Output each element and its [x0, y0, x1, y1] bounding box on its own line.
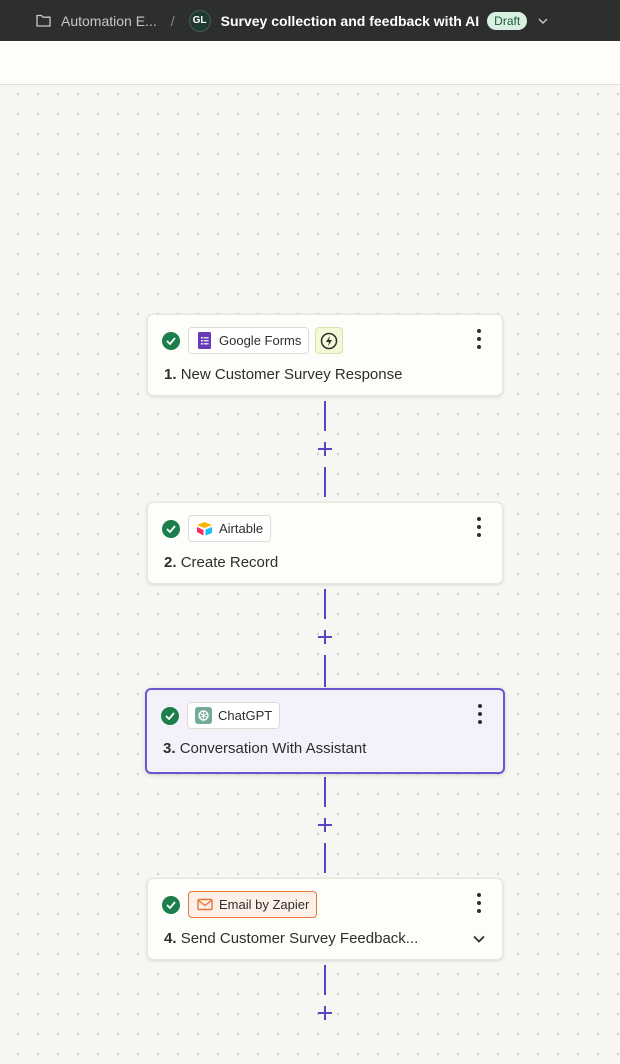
app-chip[interactable]: Google Forms	[188, 327, 310, 354]
avatar[interactable]: GL	[188, 9, 211, 32]
more-options-icon[interactable]	[475, 704, 485, 724]
connector-line	[324, 965, 326, 995]
connector-line	[324, 843, 326, 873]
breadcrumb-separator: /	[170, 12, 175, 29]
app-name: Email by Zapier	[219, 897, 310, 912]
more-options-icon[interactable]	[474, 517, 484, 537]
app-chip[interactable]: ChatGPT	[187, 702, 281, 729]
connector-line	[324, 589, 326, 619]
connector-line	[324, 467, 326, 497]
step-title: 1. New Customer Survey Response	[164, 366, 403, 383]
top-bar: Automation E... / GL Survey collection a…	[0, 0, 620, 41]
chatgpt-icon	[195, 707, 212, 724]
google-forms-icon	[196, 332, 213, 349]
zap-title[interactable]: Survey collection and feedback with AI	[220, 12, 480, 29]
add-step-button[interactable]	[315, 439, 335, 459]
airtable-icon	[196, 520, 213, 537]
step-card-2[interactable]: Airtable 2. Create Record	[147, 502, 503, 584]
step-title: 3. Conversation With Assistant	[163, 740, 367, 757]
instant-trigger-icon	[315, 327, 344, 354]
add-step-button[interactable]	[315, 627, 335, 647]
app-chip[interactable]: Email by Zapier	[188, 891, 318, 918]
step-title: 2. Create Record	[164, 554, 279, 571]
app-name: Google Forms	[219, 333, 302, 348]
step-card-1[interactable]: Google Forms 1. New Customer Survey Resp…	[147, 314, 503, 396]
check-icon	[162, 895, 180, 914]
chevron-down-icon[interactable]	[537, 17, 549, 25]
step-card-3[interactable]: ChatGPT 3. Conversation With Assistant	[145, 688, 505, 774]
add-step-button[interactable]	[315, 815, 335, 835]
app-chip[interactable]: Airtable	[188, 515, 272, 542]
check-icon	[162, 519, 180, 538]
app-name: ChatGPT	[218, 708, 273, 723]
editor-toolbar	[0, 41, 620, 85]
status-badge: Draft	[487, 11, 528, 30]
folder-icon	[36, 13, 52, 29]
connector-line	[324, 401, 326, 431]
more-options-icon[interactable]	[474, 329, 484, 349]
chevron-down-icon[interactable]	[472, 931, 486, 949]
email-icon	[196, 896, 213, 913]
app-name: Airtable	[219, 521, 264, 536]
breadcrumb-folder[interactable]: Automation E...	[61, 12, 157, 29]
check-icon	[162, 331, 180, 350]
add-step-button[interactable]	[315, 1003, 335, 1023]
step-card-4[interactable]: Email by Zapier 4. Send Customer Survey …	[147, 878, 503, 960]
step-title: 4. Send Customer Survey Feedback...	[164, 930, 419, 947]
connector-line	[324, 777, 326, 807]
more-options-icon[interactable]	[474, 893, 484, 913]
check-icon	[161, 706, 179, 725]
connector-line	[324, 655, 326, 687]
